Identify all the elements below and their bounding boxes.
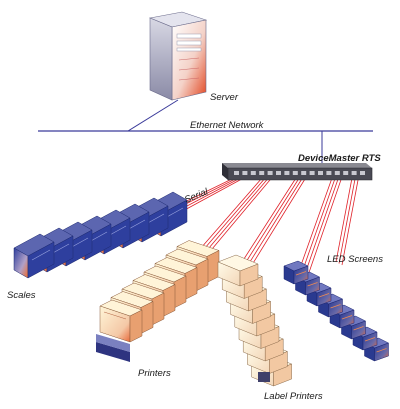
serial-cable [244,177,300,264]
led-screens-group [283,260,390,362]
scale-icon [13,233,55,279]
printer-tray [96,334,130,352]
led-screens-label: LED Screens [327,254,383,265]
network-label: Ethernet Network [190,120,265,131]
hub-label: DeviceMaster RTS [298,153,381,164]
serial-cable [250,177,306,267]
serial-cable [247,177,303,266]
serial-cable [305,177,339,272]
serial-cable [299,177,333,269]
server-label: Server [210,92,239,103]
server-network-link [127,99,179,132]
hub-port [326,171,332,175]
label-printer-window [258,372,270,382]
rack-device-server-icon [222,163,373,181]
label-printers-label: Label Printers [264,391,323,402]
hub-port [250,171,256,175]
hub-port [360,171,365,175]
printer-icon [99,299,143,343]
hub-port [309,171,315,175]
hub-port [242,171,248,175]
serial-cable [341,177,359,266]
hub-port [234,171,239,175]
hub-port [343,171,349,175]
printers-group [96,240,220,362]
printers-label: Printers [138,368,171,379]
hub-port [259,171,265,175]
hub-port [351,171,357,175]
scales-group [13,191,188,279]
serial-cable [302,177,336,270]
hub-port [284,171,290,175]
serial-cable [308,177,342,273]
hub-port [334,171,340,175]
serial-label: Serial [183,186,210,206]
scales-label: Scales [7,290,36,301]
label-printer-icon [217,254,259,287]
hub-port [276,171,281,175]
hub-port [301,171,307,175]
hub-port [318,171,323,175]
label-printers-group [217,254,293,387]
serial-cable [335,177,353,263]
tower-server-icon [148,11,208,101]
hub-port [292,171,298,175]
hub-port [267,171,273,175]
printer-tray [96,342,130,362]
serial-cable [338,177,356,264]
led-screen-icon [283,260,309,285]
serial-cable [241,177,297,263]
